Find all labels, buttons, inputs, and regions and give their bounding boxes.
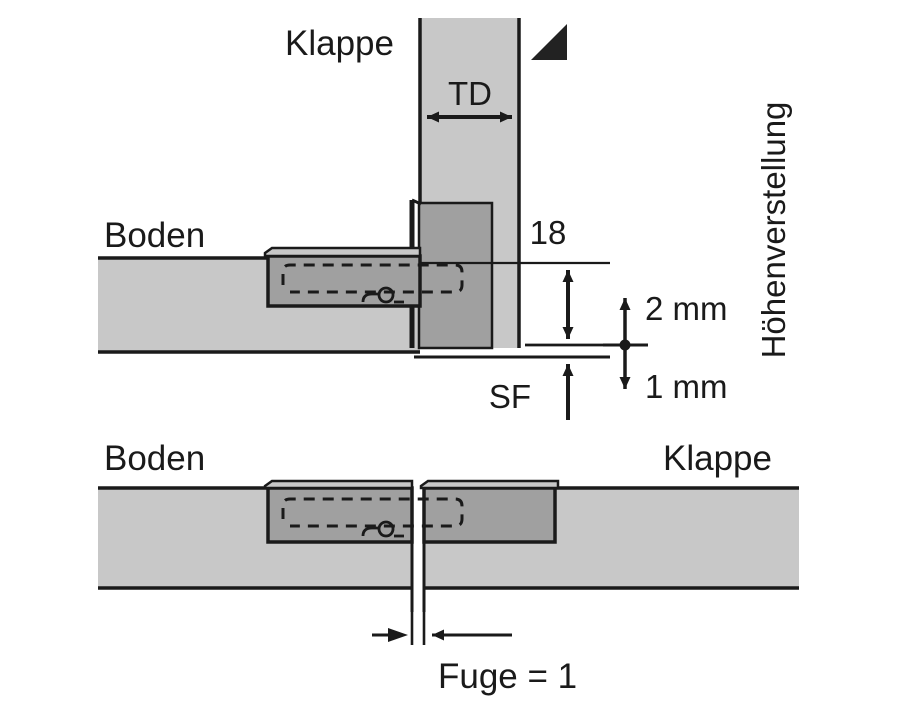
hinge-internal-dashed-bottom	[281, 497, 464, 528]
boden-top-label: Boden	[104, 216, 205, 255]
hinge-arm-top	[263, 246, 422, 308]
hinge-internal-dashed-top	[281, 263, 464, 294]
hinge-pin-detail-bottom	[361, 520, 404, 538]
height-adjust-marker: 2 mm 1 mm	[603, 290, 728, 405]
eighteen-label: 18	[530, 214, 567, 251]
crosshair-dot-icon	[619, 339, 631, 351]
boden-bottom-label: Boden	[104, 439, 205, 478]
dimension-sf: SF	[414, 355, 610, 420]
corner-marker-icon	[531, 24, 567, 60]
adjust-down-label: 1 mm	[645, 368, 728, 405]
hinge-cup-top	[409, 198, 494, 350]
sf-label: SF	[489, 378, 531, 415]
hinge-arm-bottom-right	[419, 479, 560, 544]
hinge-arm-bottom-left	[263, 479, 414, 544]
hoehenverstellung-label: Höhenverstellung	[755, 102, 792, 359]
dimension-td: TD	[427, 75, 512, 123]
fuge-label: Fuge = 1	[438, 657, 577, 696]
hinge-pin-detail-top	[361, 286, 404, 304]
adjust-up-label: 2 mm	[645, 290, 728, 327]
klappe-bottom-label: Klappe	[663, 439, 772, 478]
klappe-top-label: Klappe	[285, 24, 394, 63]
td-label: TD	[448, 75, 492, 112]
dimension-18: 18	[419, 214, 610, 347]
dimension-fuge: Fuge = 1	[372, 590, 577, 696]
